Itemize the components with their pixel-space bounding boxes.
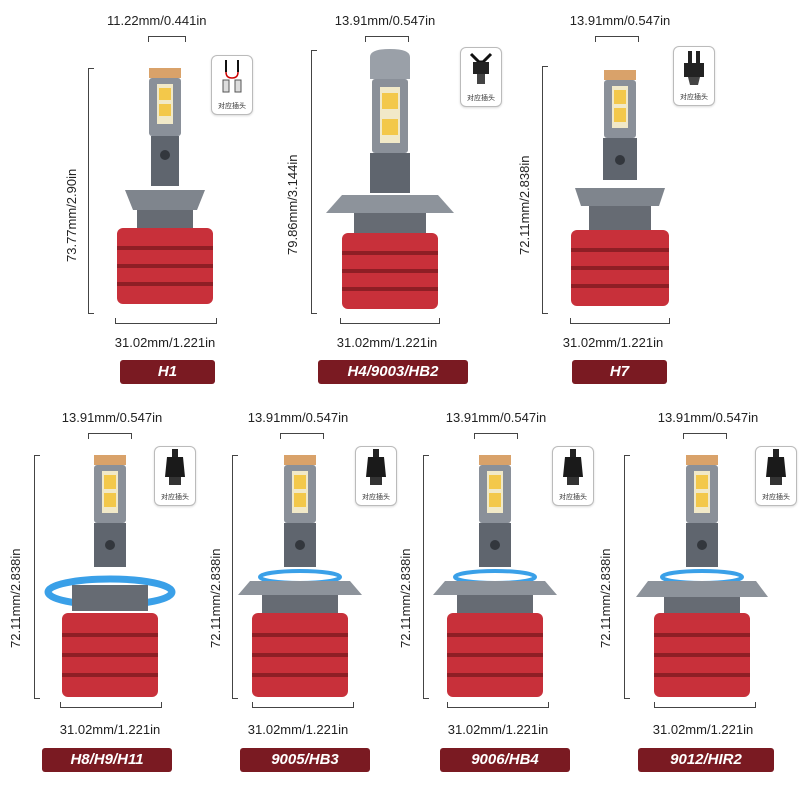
- plug-caption: 对应插头: [218, 103, 246, 110]
- bulb-card-h7: 13.91mm/0.547in 72.11mm/2.838in 对应插头 31.…: [517, 0, 800, 395]
- connector-plug-icon: [366, 449, 386, 485]
- height-dimension: 72.11mm/2.838in: [208, 548, 223, 649]
- bulb-card-h8: 13.91mm/0.547in 72.11mm/2.838in 对应插头 31.…: [0, 400, 200, 800]
- top-width-dimension: 13.91mm/0.547in: [61, 410, 163, 425]
- height-bracket: [232, 455, 238, 699]
- bottom-width-dimension: 31.02mm/1.221in: [562, 335, 664, 350]
- height-bracket: [311, 50, 317, 314]
- bottom-width-bracket: [447, 702, 549, 708]
- plug-card: 对应插头: [673, 46, 715, 106]
- height-bracket: [88, 68, 94, 314]
- connector-plug-icon: [165, 449, 185, 485]
- plug-card: 对应插头: [211, 55, 253, 115]
- plug-caption: 对应插头: [362, 494, 390, 501]
- plug-caption: 对应插头: [161, 494, 189, 501]
- height-bracket: [423, 455, 429, 699]
- bulb-name-label: H4/9003/HB2: [318, 360, 468, 384]
- bulb-name-label: H8/H9/H11: [42, 748, 172, 772]
- height-dimension: 79.86mm/3.144in: [285, 154, 300, 255]
- bottom-width-bracket: [115, 318, 217, 324]
- plug-card: 对应插头: [355, 446, 397, 506]
- plug-card: 对应插头: [755, 446, 797, 506]
- height-dimension: 73.77mm/2.90in: [64, 168, 79, 262]
- plug-caption: 对应插头: [559, 494, 587, 501]
- top-width-bracket: [474, 433, 518, 439]
- three-pin-plug-icon: [469, 52, 493, 84]
- bottom-width-dimension: 31.02mm/1.221in: [59, 722, 161, 737]
- plug-card: 对应插头: [552, 446, 594, 506]
- top-width-dimension: 13.91mm/0.547in: [657, 410, 759, 425]
- bulb-image: [433, 455, 557, 697]
- bulb-card-9006: 13.91mm/0.547in 72.11mm/2.838in 对应插头 31.…: [398, 400, 600, 800]
- top-width-dimension: 13.91mm/0.547in: [334, 13, 436, 28]
- height-bracket: [542, 66, 548, 314]
- bulb-name-label: H1: [120, 360, 215, 384]
- plug-caption: 对应插头: [762, 494, 790, 501]
- height-dimension: 72.11mm/2.838in: [517, 155, 532, 256]
- height-bracket: [34, 455, 40, 699]
- bulb-name-label: H7: [572, 360, 667, 384]
- bulb-card-h4: 13.91mm/0.547in 79.86mm/3.144in 对应插头 31.…: [265, 0, 535, 395]
- bottom-width-bracket: [570, 318, 670, 324]
- bulb-image: [238, 455, 362, 697]
- plug-card: 对应插头: [154, 446, 196, 506]
- bottom-width-bracket: [252, 702, 354, 708]
- bulb-name-label: 9012/HIR2: [638, 748, 774, 772]
- bulb-card-h1: 11.22mm/0.441in 73.77mm/2.90in 对应插头 31.0…: [0, 0, 265, 395]
- height-dimension: 72.11mm/2.838in: [8, 548, 23, 649]
- top-width-dimension: 13.91mm/0.547in: [569, 13, 671, 28]
- bulb-image: [44, 455, 176, 697]
- top-width-dimension: 13.91mm/0.547in: [445, 410, 547, 425]
- bulb-name-label: 9005/HB3: [240, 748, 370, 772]
- top-width-bracket: [280, 433, 324, 439]
- bulb-image: [571, 70, 669, 306]
- plug-caption: 对应插头: [467, 95, 495, 102]
- bottom-width-dimension: 31.02mm/1.221in: [336, 335, 438, 350]
- connector-plug-icon: [766, 449, 786, 485]
- bulb-image: [326, 49, 454, 309]
- height-dimension: 72.11mm/2.838in: [398, 548, 413, 649]
- bottom-width-dimension: 31.02mm/1.221in: [114, 335, 216, 350]
- bulb-card-9012: 13.91mm/0.547in 72.11mm/2.838in 对应插头 31.…: [598, 400, 800, 800]
- plug-card: 对应插头: [460, 47, 502, 107]
- bottom-width-dimension: 31.02mm/1.221in: [652, 722, 754, 737]
- bottom-width-bracket: [654, 702, 756, 708]
- two-pin-plug-icon: [684, 51, 704, 85]
- connector-plug-icon: [563, 449, 583, 485]
- bottom-width-bracket: [340, 318, 440, 324]
- top-width-bracket: [148, 36, 186, 42]
- bottom-width-dimension: 31.02mm/1.221in: [247, 722, 349, 737]
- height-dimension: 72.11mm/2.838in: [598, 548, 613, 649]
- top-width-bracket: [595, 36, 639, 42]
- plug-caption: 对应插头: [680, 94, 708, 101]
- bottom-width-bracket: [60, 702, 162, 708]
- top-width-dimension: 11.22mm/0.441in: [107, 13, 207, 28]
- top-width-bracket: [365, 36, 409, 42]
- two-wire-plug-icon: [222, 60, 242, 93]
- bulb-image: [117, 68, 213, 304]
- bulb-image: [636, 455, 768, 697]
- bottom-width-dimension: 31.02mm/1.221in: [447, 722, 549, 737]
- height-bracket: [624, 455, 630, 699]
- bulb-name-label: 9006/HB4: [440, 748, 570, 772]
- top-width-dimension: 13.91mm/0.547in: [247, 410, 349, 425]
- top-width-bracket: [683, 433, 727, 439]
- bulb-card-9005: 13.91mm/0.547in 72.11mm/2.838in 对应插头 31.…: [200, 400, 400, 800]
- top-width-bracket: [88, 433, 132, 439]
